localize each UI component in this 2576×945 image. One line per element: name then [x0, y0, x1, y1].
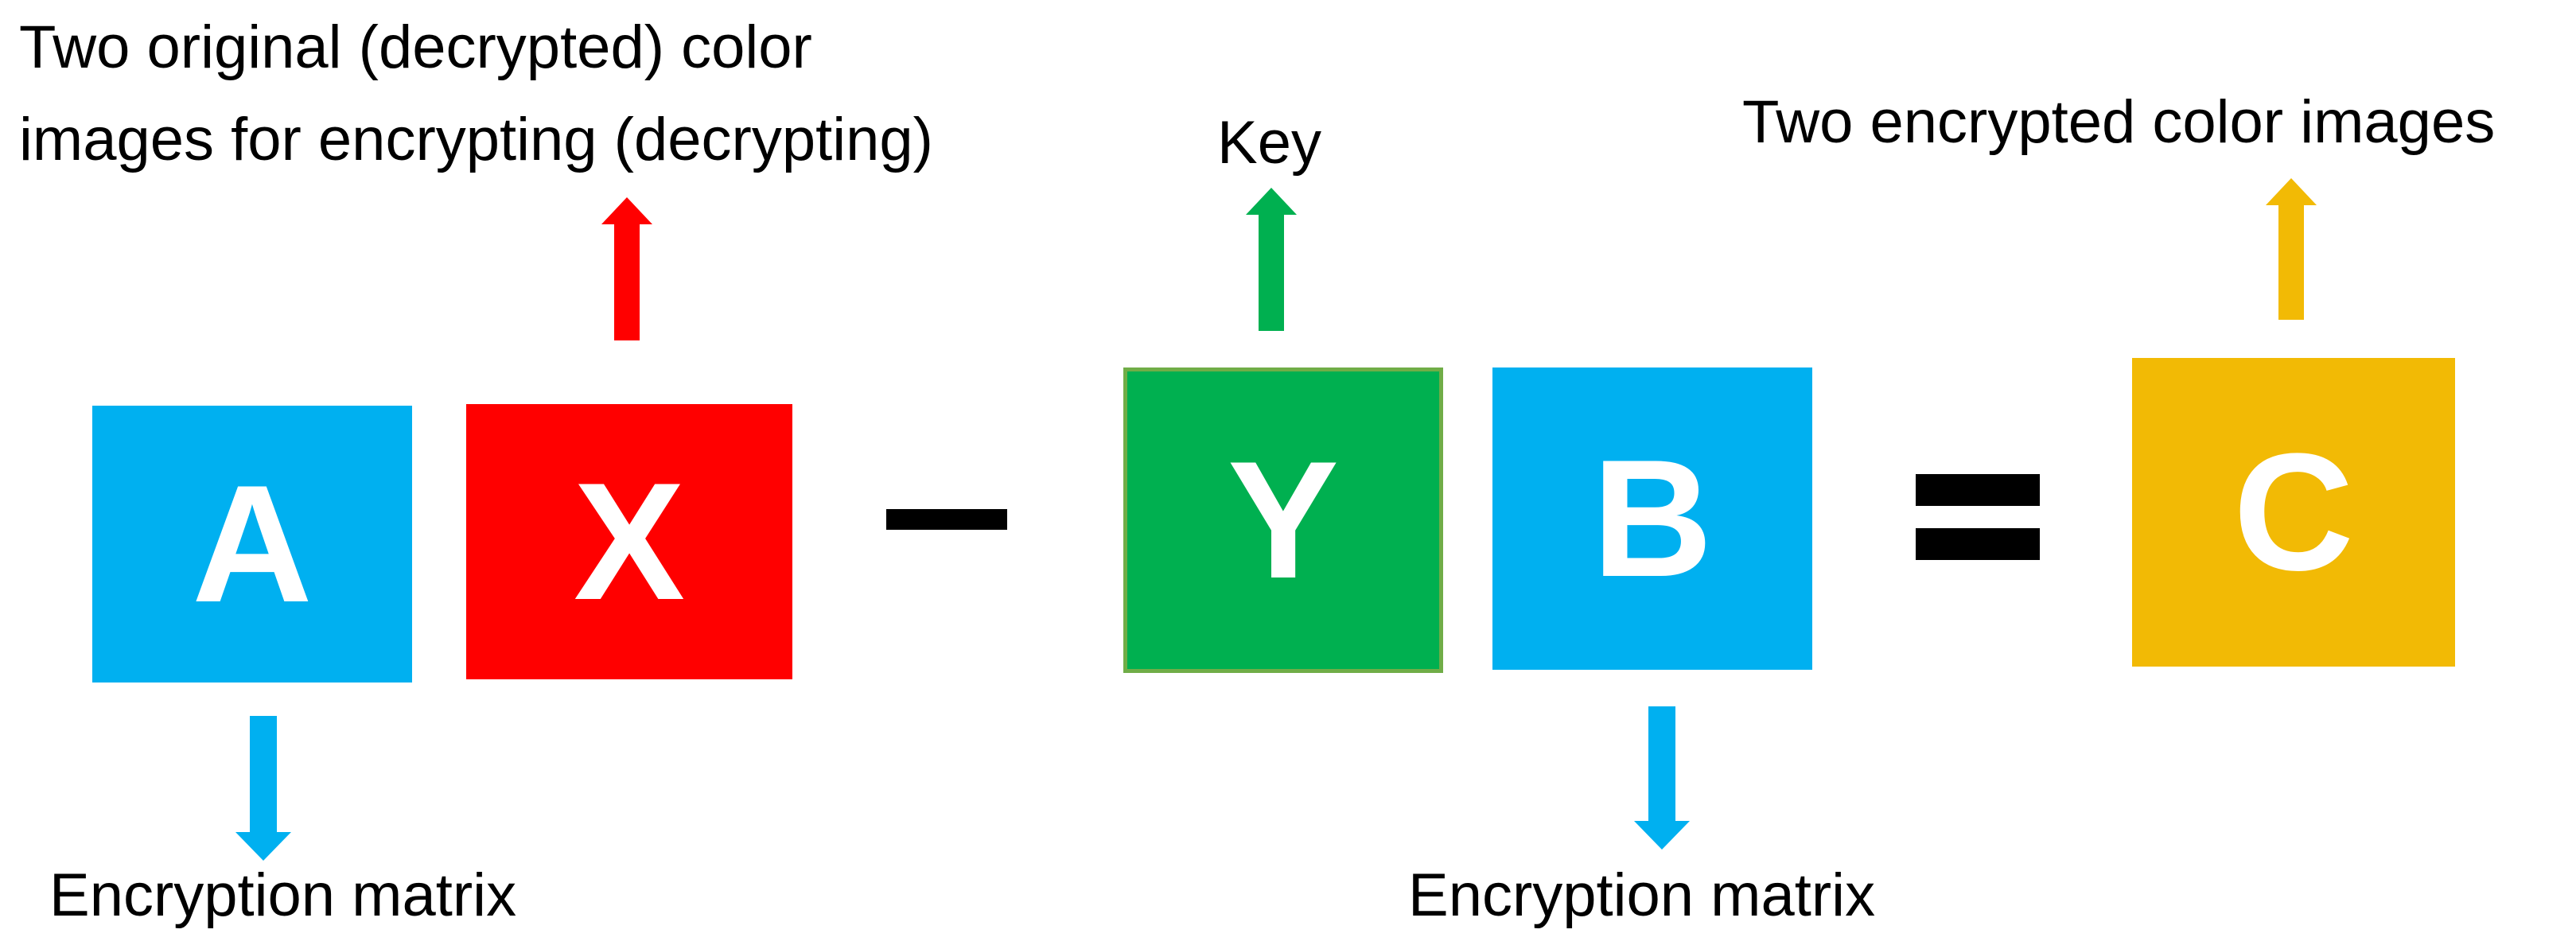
box-a-letter: A — [192, 450, 313, 637]
encryption-matrix-a-label: Encryption matrix — [49, 861, 517, 929]
arrow-up-gold — [2266, 178, 2317, 320]
box-y-letter: Y — [1227, 426, 1340, 613]
key-label: Key — [1217, 109, 1321, 177]
arrow-down-blue-b — [1634, 706, 1690, 850]
box-c-letter: C — [2233, 418, 2354, 605]
box-a: A — [92, 406, 412, 682]
box-c: C — [2132, 358, 2455, 667]
encryption-matrix-b-label: Encryption matrix — [1408, 861, 1876, 929]
encrypted-images-label: Two encrypted color images — [1742, 88, 2496, 156]
box-b-letter: B — [1592, 425, 1713, 612]
arrow-up-red — [601, 197, 652, 340]
box-x-letter: X — [573, 448, 686, 635]
box-y: Y — [1123, 368, 1443, 673]
box-x: X — [466, 404, 792, 679]
equals-sign-bottom — [1916, 528, 2040, 560]
equals-sign-top — [1916, 474, 2040, 506]
original-images-label-line1: Two original (decrypted) color — [19, 14, 812, 81]
arrow-up-green — [1246, 188, 1297, 331]
arrow-down-blue-a — [235, 716, 291, 861]
box-b: B — [1492, 368, 1812, 670]
minus-sign — [886, 509, 1007, 530]
original-images-label-line2: images for encrypting (decrypting) — [19, 106, 933, 173]
